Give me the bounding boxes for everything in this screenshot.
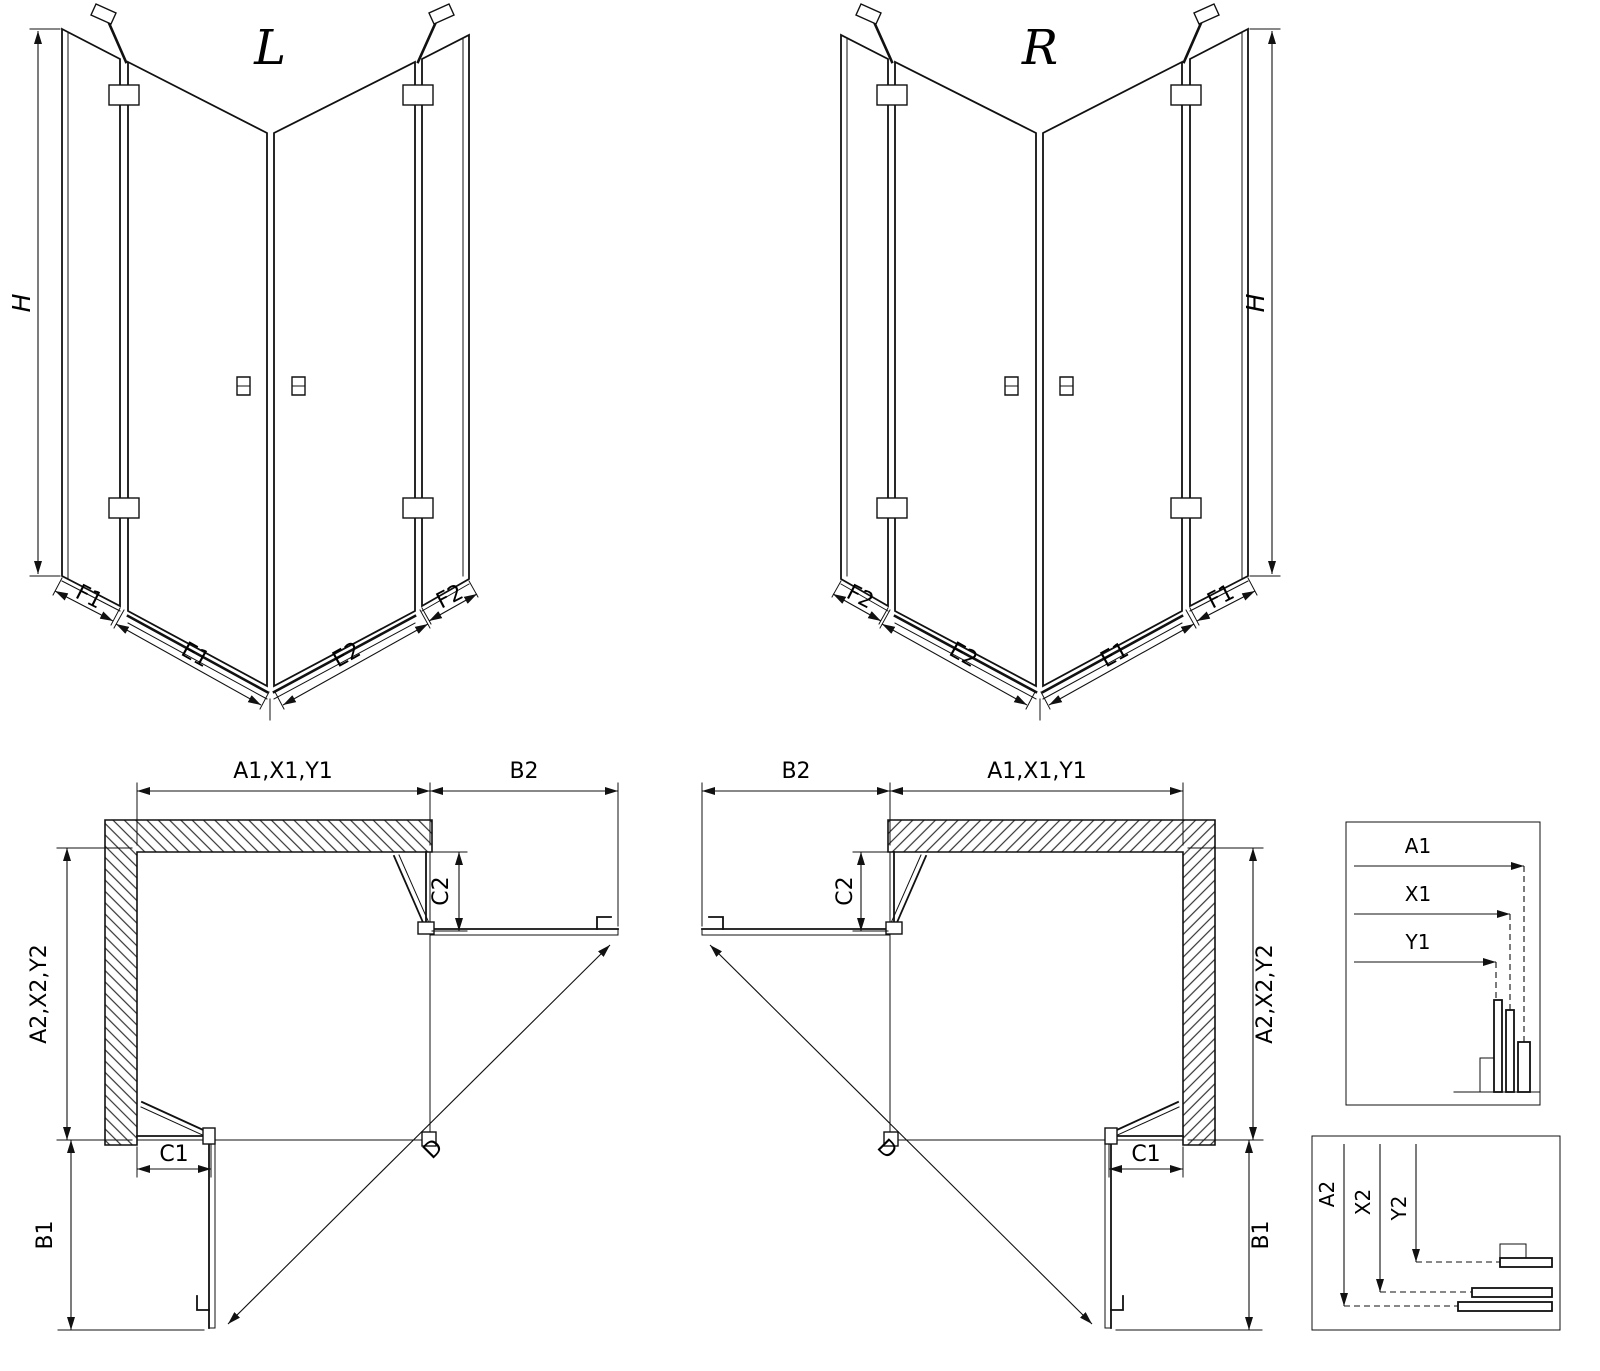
plan-right-view: [702, 783, 1263, 1330]
plan-left-dim-b2: B2: [509, 759, 538, 784]
plan-right-dim-a2x2y2: A2,X2,Y2: [1253, 944, 1278, 1044]
iso-left-view: [30, 4, 478, 720]
detail-label-x2: X2: [1351, 1189, 1375, 1215]
plan-right-dim-a1x1y1: A1,X1,Y1: [987, 759, 1087, 784]
iso-right-view: [832, 4, 1280, 720]
plan-left-dim-b1: B1: [33, 1220, 58, 1249]
dim-label-h-left: H: [7, 293, 36, 312]
plan-left-labels: A1,X1,Y1 B2 A2,X2,Y2 C2 C1 B1 D: [27, 759, 539, 1250]
variant-label-left: L: [253, 20, 286, 76]
detail-box-border: [1345, 821, 1541, 1106]
plan-right-dim-c2: C2: [833, 876, 858, 905]
plan-left-dim-a2x2y2: A2,X2,Y2: [27, 944, 52, 1044]
detail-label-x1: X1: [1405, 882, 1431, 906]
plan-right-dim-b1: B1: [1249, 1220, 1274, 1249]
detail-label-a2: A2: [1315, 1181, 1339, 1207]
detail-projection-lines: [1495, 866, 1525, 1042]
plan-right-dim-c1: C1: [1131, 1142, 1160, 1167]
dim-label-e1-left: E1: [177, 638, 214, 673]
dim-label-f1-left: F1: [71, 580, 106, 614]
plan-right-labels: B2 A1,X1,Y1 C2 A2,X2,Y2 C1 B1 D: [781, 759, 1278, 1250]
plan-left-dim-c1: C1: [159, 1142, 188, 1167]
detail-box-border: [1311, 1135, 1561, 1331]
plan-left-dim-c2: C2: [429, 876, 454, 905]
plan-left-view: [57, 783, 618, 1330]
dim-label-f1-right: F1: [1203, 580, 1238, 614]
detail-label-y2: Y2: [1387, 1196, 1411, 1222]
detail-top-widths: A1 X1 Y1: [1345, 821, 1541, 1106]
plan-left-dim-a1x1y1: A1,X1,Y1: [233, 759, 333, 784]
detail-bottom-depths: A2 X2 Y2: [1311, 1135, 1561, 1331]
wall-profile-section: [1457, 1243, 1553, 1312]
detail-projection-lines: [1344, 1261, 1500, 1307]
dim-label-e2-right: E2: [945, 638, 982, 673]
dim-label-f2-left: F2: [432, 580, 467, 614]
iso-right-labels: R H F2 E2 E1 F1: [842, 20, 1270, 673]
variant-label-right: R: [1021, 20, 1058, 76]
plan-right-dim-b2: B2: [781, 759, 810, 784]
wall-profile-section: [1453, 999, 1541, 1093]
detail-label-a1: A1: [1405, 834, 1431, 858]
dim-label-e1-right: E1: [1097, 638, 1134, 673]
dim-label-f2-right: F2: [842, 580, 877, 614]
detail-label-y1: Y1: [1405, 930, 1431, 954]
dim-label-e2-left: E2: [329, 638, 366, 673]
dim-label-h-right: H: [1241, 293, 1270, 312]
